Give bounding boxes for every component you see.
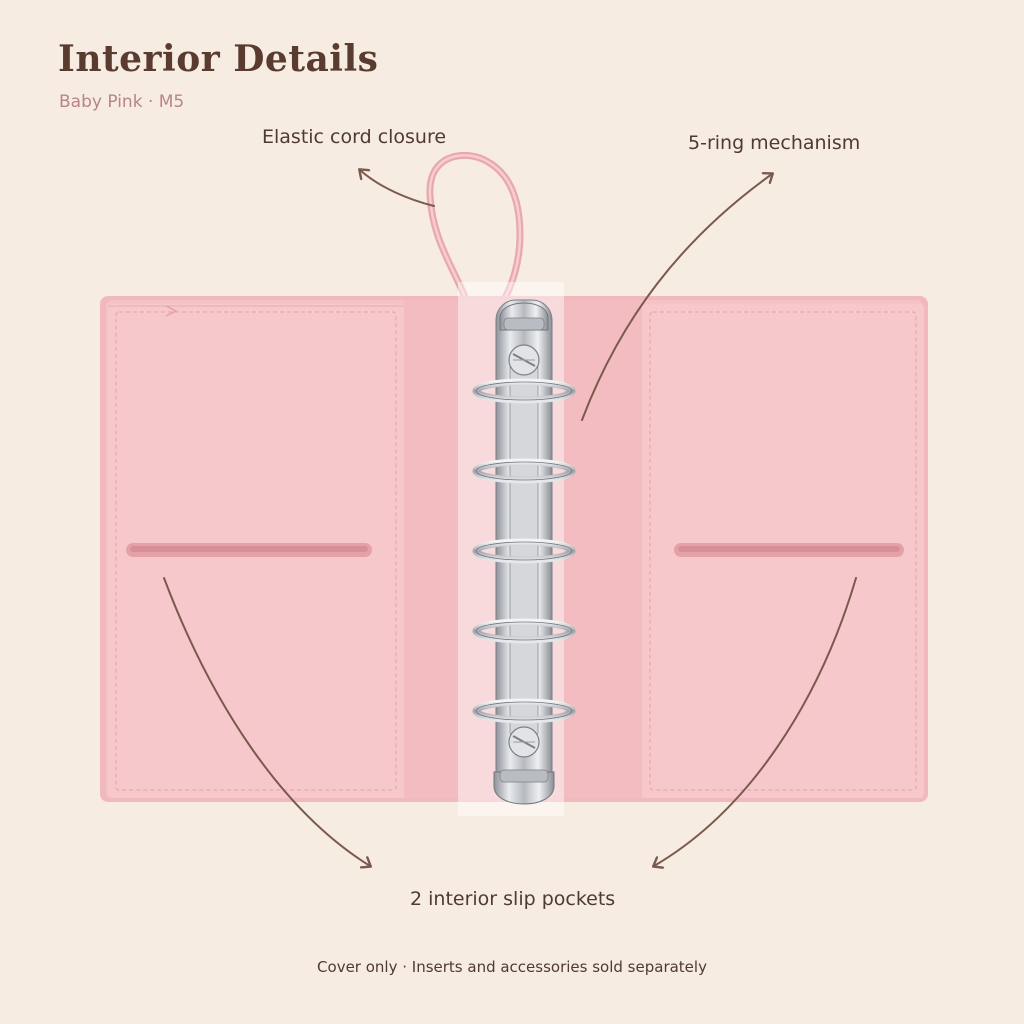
right-slip-pocket	[674, 543, 904, 557]
elastic-cord	[426, 151, 524, 304]
left-pocket-callout-arrow	[163, 577, 370, 866]
elastic-closure-label: Elastic cord closure	[262, 126, 447, 148]
right-pocket-callout-arrow	[654, 577, 857, 866]
rings-callout-arrow	[581, 174, 772, 421]
slip-pockets-label: 2 interior slip pockets	[410, 888, 616, 910]
ring-mechanism-label: 5-ring mechanism	[688, 132, 861, 154]
binder-ring-2	[472, 458, 576, 484]
page-title: Interior Details	[58, 38, 379, 80]
footer-note: Cover only · Inserts and accessories sol…	[317, 958, 707, 976]
left-slip-pocket	[126, 543, 372, 557]
binder-ring-3	[472, 538, 576, 564]
product-variant-subtitle: Baby Pink · M5	[59, 92, 185, 112]
binder-ring-5	[472, 698, 576, 724]
ring-mechanism	[458, 282, 576, 816]
binder-ring-4	[472, 618, 576, 644]
elastic-callout-arrow	[360, 170, 435, 207]
binder-ring-1	[472, 378, 576, 404]
